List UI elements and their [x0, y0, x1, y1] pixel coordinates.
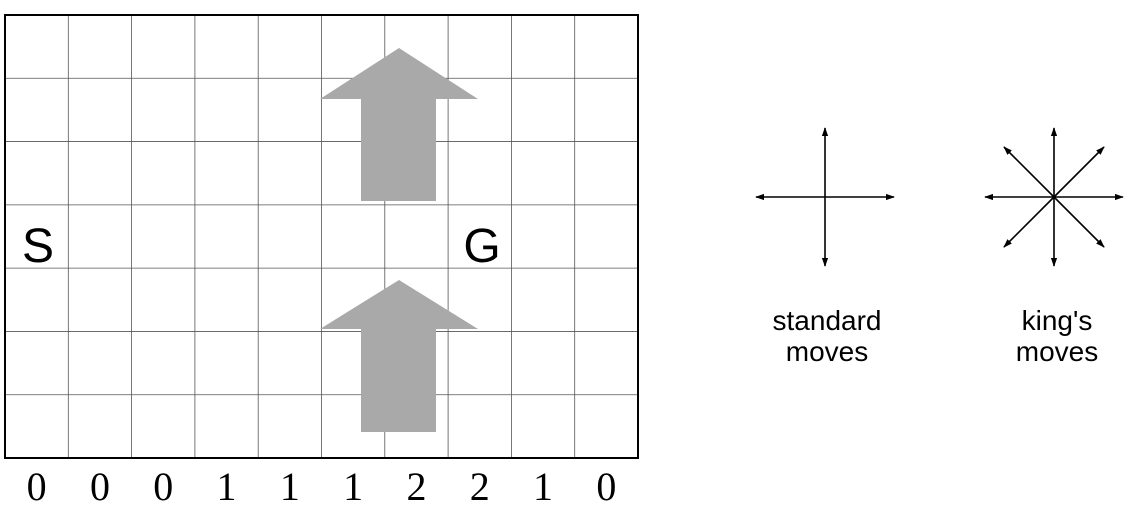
wind-strength-value: 1: [217, 464, 237, 509]
wind-strength-value: 0: [90, 464, 110, 509]
kings-moves-icon: [984, 127, 1124, 267]
wind-strength-value: 0: [27, 464, 47, 509]
standard-moves-icon: [755, 127, 895, 267]
wind-strength-value: 1: [343, 464, 363, 509]
wind-arrow-upper: [320, 48, 478, 201]
start-label: S: [22, 220, 54, 273]
wind-strength-value: 1: [533, 464, 553, 509]
wind-arrow-lower: [320, 280, 478, 432]
grid-border: [4, 14, 639, 459]
kings-moves-label-line2: moves: [1016, 336, 1098, 367]
standard-moves-label-line2: moves: [786, 336, 868, 367]
kings-moves-label-line1: king's: [1022, 305, 1093, 336]
goal-label: G: [463, 220, 500, 273]
wind-strength-value: 2: [470, 464, 490, 509]
standard-moves-label-line1: standard: [773, 305, 882, 336]
gridworld: [4, 14, 639, 459]
wind-strength-value: 0: [153, 464, 173, 509]
wind-strength-value: 0: [596, 464, 616, 509]
wind-strength-value: 1: [280, 464, 300, 509]
wind-strength-value: 2: [406, 464, 426, 509]
